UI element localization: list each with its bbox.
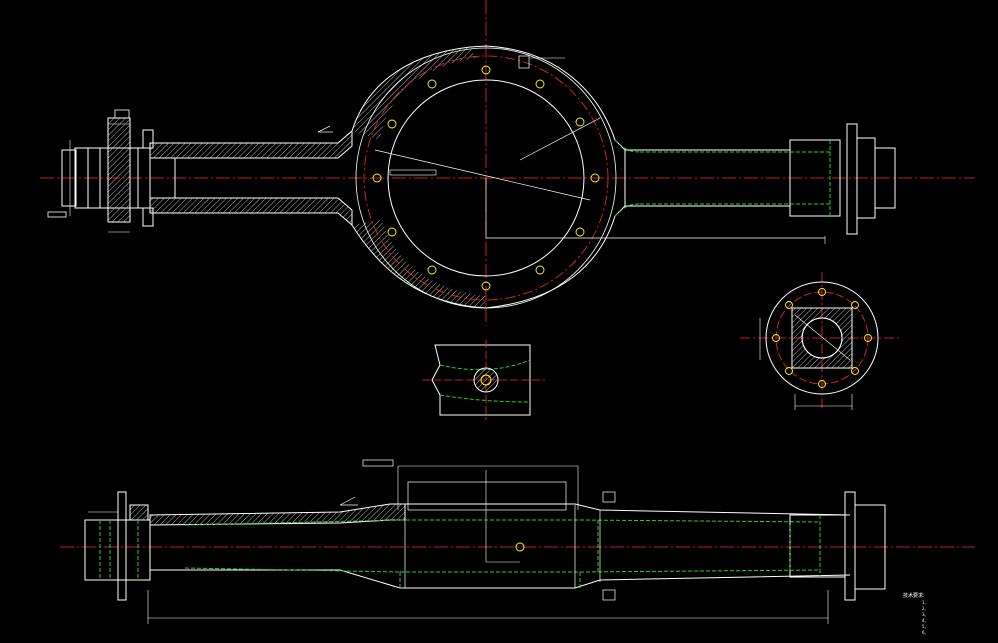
bottom-left-hatched bbox=[149, 503, 406, 526]
note-3: 3、 bbox=[922, 612, 929, 617]
detail-view bbox=[422, 340, 545, 420]
section-bore bbox=[801, 317, 843, 359]
bottom-view bbox=[60, 459, 975, 624]
bottom-right-hub bbox=[789, 514, 846, 578]
housing-hatched-left bbox=[352, 47, 476, 140]
left-hub-flange bbox=[107, 117, 131, 223]
section-outer-circle bbox=[765, 281, 879, 395]
note-4: 4、 bbox=[922, 618, 929, 623]
bottom-main-tube-top bbox=[405, 503, 851, 516]
housing-outer-ring bbox=[355, 47, 617, 309]
right-hub-flange bbox=[846, 123, 858, 235]
note-6: 6、 bbox=[922, 630, 929, 635]
section-view bbox=[740, 272, 900, 410]
section-bolts bbox=[772, 288, 872, 388]
housing-bolts bbox=[372, 65, 600, 291]
left-arm-upper-wall bbox=[149, 129, 353, 159]
housing-hatched-lower bbox=[352, 220, 486, 308]
front-view bbox=[40, 0, 975, 326]
bottom-right-flange bbox=[844, 491, 856, 601]
detail-hole bbox=[473, 367, 499, 393]
detail-outline bbox=[431, 344, 531, 416]
technical-notes: 1、 2、 3、 4、 5、 6、 bbox=[922, 600, 929, 636]
bottom-main-tube-bottom bbox=[150, 569, 851, 589]
housing-bore bbox=[387, 79, 585, 277]
left-callout-box bbox=[47, 211, 67, 218]
bottom-callout-box bbox=[362, 459, 394, 467]
housing-red-ring bbox=[363, 55, 609, 301]
left-arm-lower-wall bbox=[149, 197, 353, 227]
technical-notes-title: 技术要求: bbox=[903, 593, 925, 599]
note-1: 1、 bbox=[922, 600, 929, 605]
note-5: 5、 bbox=[922, 624, 929, 629]
note-2: 2、 bbox=[922, 606, 929, 611]
bottom-left-flange bbox=[117, 491, 127, 601]
section-bolt-circle bbox=[775, 291, 869, 385]
